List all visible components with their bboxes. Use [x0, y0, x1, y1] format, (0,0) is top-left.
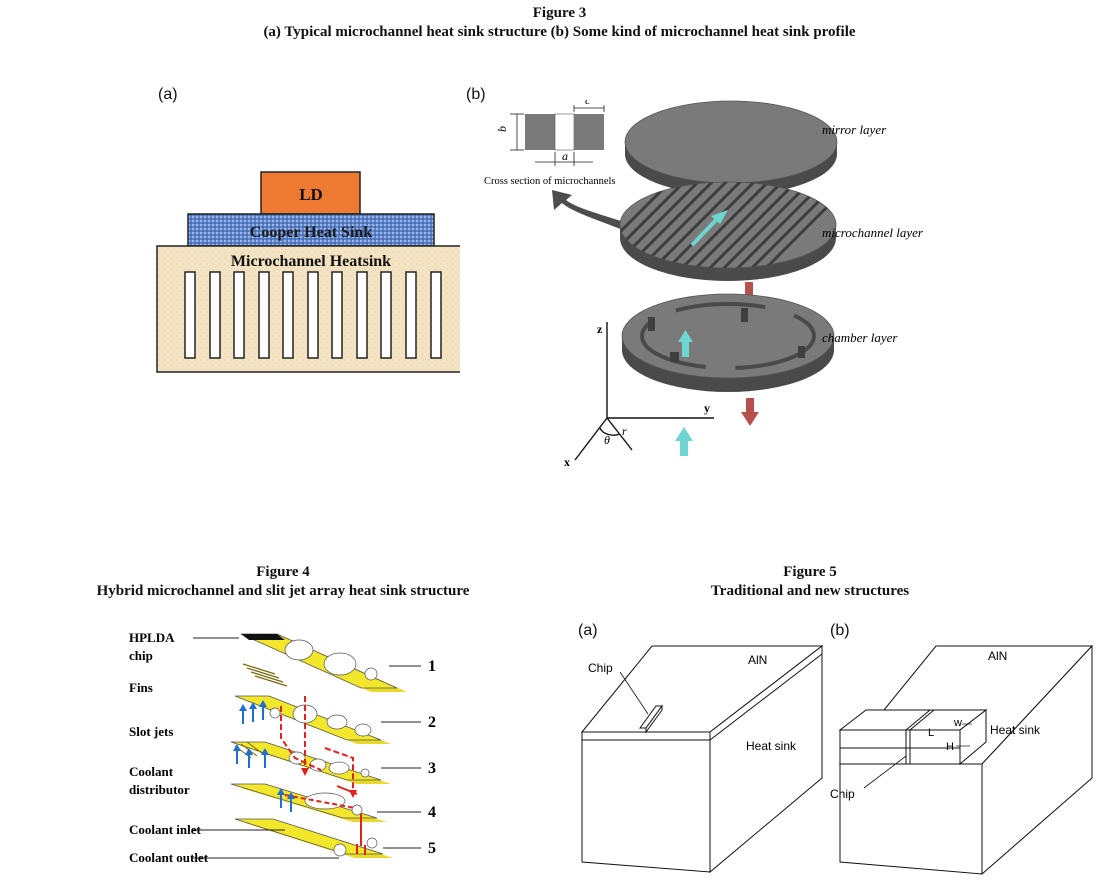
axis-x-label: x: [564, 455, 570, 469]
blue-coolant-flow: [233, 700, 295, 812]
heat-sink-a-label: Heat sink: [746, 739, 797, 753]
dim-b: b: [495, 126, 509, 132]
layer-plate-1: [240, 633, 407, 692]
layer-number-5: 5: [428, 840, 436, 857]
figure3b-label: (b): [466, 86, 486, 103]
heat-sink-cube-a: [580, 644, 824, 874]
dim-h-label: H: [946, 741, 954, 753]
axis-z-label: z: [597, 322, 603, 336]
figure5a-diagram: Chip AlN Heat sink: [580, 644, 824, 874]
figure3-title: Figure 3: [532, 5, 587, 21]
aln-a-label: AlN: [748, 653, 767, 667]
chamber-layer-disc: [621, 293, 835, 392]
label-coolant: Coolant: [129, 764, 174, 779]
chip-stack-b: [838, 708, 988, 766]
label-coolant-outlet: Coolant outlet: [129, 850, 209, 865]
layer-plate-4: [230, 783, 387, 822]
ld-block: [260, 171, 361, 215]
figure4-diagram: 1 2 3 4 5 HPLDA chip Fins Slot jets Cool…: [129, 630, 436, 865]
figure5b-diagram: Chip AlN Heat sink w L H: [830, 644, 1094, 876]
figure5b-label: (b): [830, 622, 850, 639]
red-flow-arrow-2: [741, 398, 759, 426]
chamber-layer-label: chamber layer: [822, 330, 898, 345]
label-fins: Fins: [129, 680, 153, 695]
figure5-title: Figure 5: [783, 564, 837, 580]
layer-number-4: 4: [428, 804, 436, 821]
ld-label: LD: [299, 185, 323, 204]
label-hplda: HPLDA: [129, 630, 175, 645]
layer-number-2: 2: [428, 714, 436, 731]
figure3b-diagram: b c a Cross section of microchannels mir…: [484, 100, 924, 469]
figure5a-label: (a): [578, 622, 598, 639]
figure5-subtitle: Traditional and new structures: [710, 583, 910, 599]
figure3a-label: (a): [158, 86, 178, 103]
cross-section-caption: Cross section of microchannels: [484, 176, 616, 187]
figure4-subtitle: Hybrid microchannel and slit jet array h…: [96, 583, 470, 599]
layer-plate-3: [230, 741, 391, 784]
figure3a-diagram: LD Cooper Heat Sink Microchannel Heatsin…: [156, 171, 460, 373]
figure4-title: Figure 4: [256, 564, 310, 580]
layer-number-leaders: [377, 665, 421, 849]
chip-a-label: Chip: [588, 661, 613, 675]
layer-number-1: 1: [428, 658, 436, 675]
chip-a: [639, 704, 663, 734]
layer-plate-2: [234, 695, 391, 744]
microchannel-layer-disc: [619, 181, 837, 281]
aln-b-label: AlN: [988, 649, 1007, 663]
mirror-layer-label: mirror layer: [822, 122, 887, 137]
label-coolant-inlet: Coolant inlet: [129, 822, 202, 837]
cyan-flow-arrow: [675, 427, 693, 456]
axis-y-label: y: [704, 401, 710, 415]
figure3-subtitle: (a) Typical microchannel heat sink struc…: [263, 24, 856, 40]
microchannel-slots: [184, 271, 442, 359]
cross-section-inset: [510, 105, 605, 166]
chip-a-leader: [619, 671, 649, 715]
dim-w-label: w: [953, 717, 962, 729]
axis-theta-label: θ: [604, 433, 610, 447]
copper-heat-sink-label: Cooper Heat Sink: [250, 224, 372, 241]
label-chip: chip: [129, 648, 153, 663]
layer-number-3: 3: [428, 760, 436, 777]
mirror-layer-disc: [624, 100, 838, 195]
dim-l-label: L: [928, 727, 934, 739]
heat-sink-b-label: Heat sink: [990, 723, 1041, 737]
copper-heat-sink-block: [187, 213, 435, 247]
cross-section-pointer-arrow: [552, 190, 630, 232]
axis-r-label: r: [622, 424, 627, 438]
microchannel-layer-label: microchannel layer: [822, 225, 924, 240]
coordinate-axes: [574, 322, 714, 461]
red-coolant-flow: [280, 696, 362, 846]
chip-b-label: Chip: [830, 787, 855, 801]
chip-b-leader: [863, 755, 907, 789]
dim-c: c: [585, 100, 591, 107]
microchannel-heatsink-label: Microchannel Heatsink: [231, 253, 391, 270]
label-distributor: distributor: [129, 782, 190, 797]
dim-a: a: [562, 149, 568, 163]
layer-plate-5: [234, 818, 393, 858]
label-slot-jets: Slot jets: [129, 724, 173, 739]
